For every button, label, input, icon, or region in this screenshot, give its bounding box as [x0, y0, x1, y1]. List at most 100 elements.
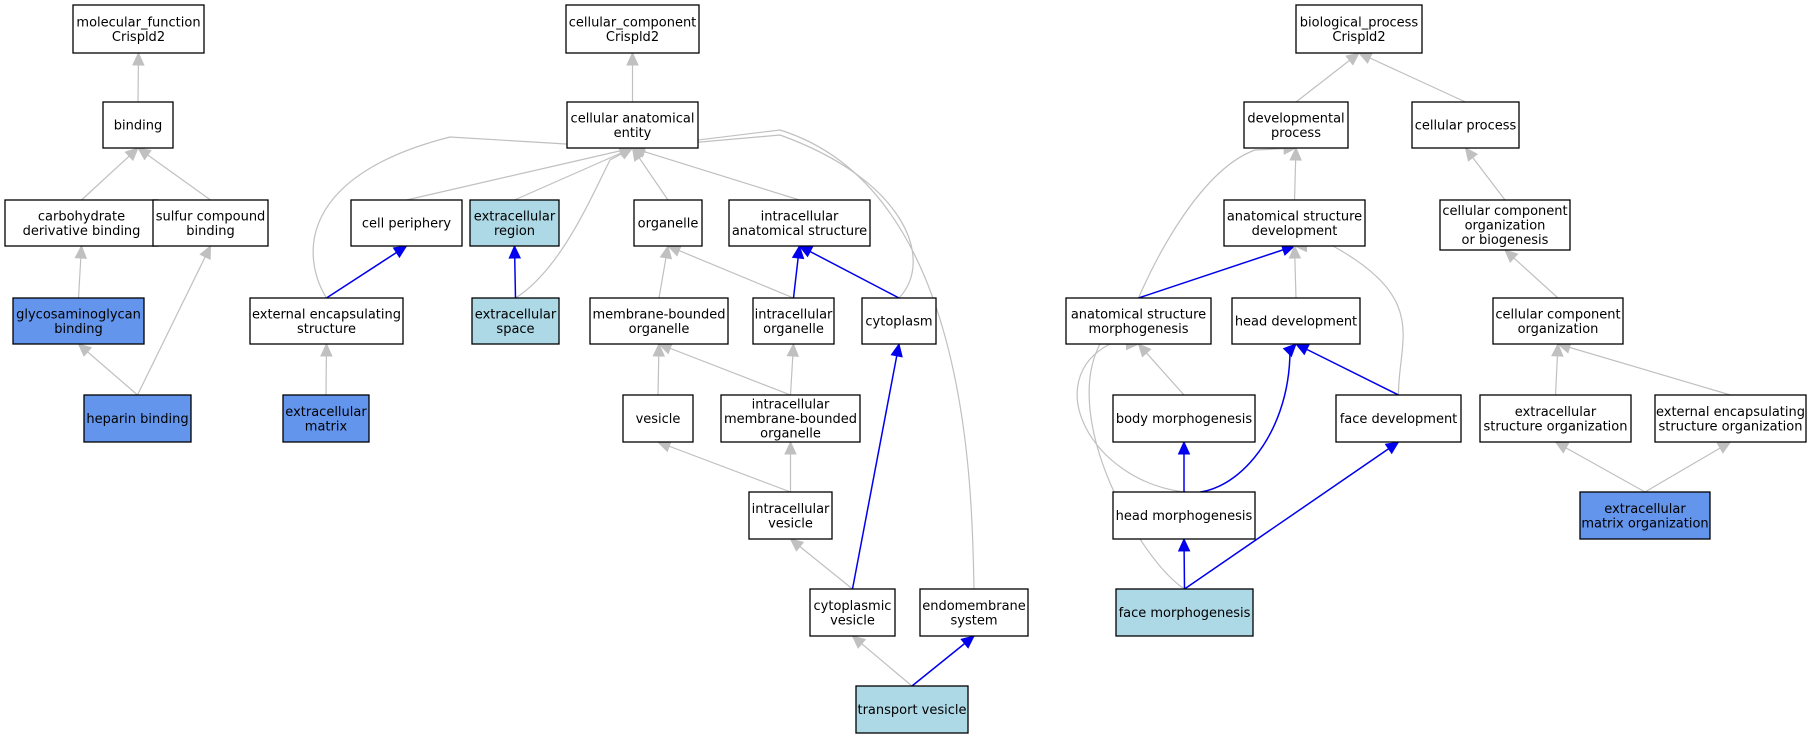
node-label-line: organelle — [629, 322, 690, 337]
node-cytoplasm[interactable]: cytoplasm — [861, 297, 937, 345]
edge-ecm_org-to-ext_struct_org — [1554, 441, 1646, 493]
edge-ecm-to-ext_encap — [320, 342, 333, 396]
node-label-line: organelle — [638, 217, 699, 232]
node-vesicle[interactable]: vesicle — [622, 394, 694, 443]
node-box — [566, 101, 699, 149]
node-label-line: anatomical structure — [1227, 209, 1362, 224]
edge-ccob-to-cell_process — [1464, 147, 1506, 201]
node-face-morph[interactable]: face morphogenesis — [1115, 588, 1254, 637]
node-face-dev[interactable]: face development — [1335, 394, 1462, 443]
node-label-line: structure organization — [1484, 419, 1628, 434]
edge-body_morph-to-asm — [1137, 343, 1185, 396]
edge-ic_anat-to-cae — [631, 145, 800, 201]
node-label-line: head development — [1235, 315, 1357, 330]
edge-ext_struct_org-to-cco — [1551, 342, 1564, 396]
node-box — [12, 297, 145, 345]
node-label-line: biological_process — [1300, 15, 1419, 30]
node-body-morph[interactable]: body morphogenesis — [1112, 394, 1256, 443]
node-box — [1439, 199, 1571, 251]
edge-ic_mb_org-to-ic_org — [786, 342, 800, 396]
edge-face_dev-to-head_dev — [1294, 343, 1399, 396]
node-label-line: vesicle — [830, 613, 875, 628]
node-label-line: cellular component — [1442, 204, 1567, 219]
edge-heparin_binding-to-gag_binding — [77, 343, 138, 396]
node-transport-vesicle[interactable]: transport vesicle — [855, 685, 969, 734]
node-label-line: intracellular — [755, 307, 833, 322]
node-label-line: or biogenesis — [1462, 233, 1549, 248]
node-label-line: vesicle — [768, 516, 813, 531]
edge-ic_org-to-ic_anat — [791, 244, 805, 299]
edge-asd-to-dev_process — [1289, 146, 1302, 201]
node-box — [1231, 297, 1361, 345]
node-label-line: sulfur compound — [156, 209, 266, 224]
node-organelle[interactable]: organelle — [633, 199, 703, 247]
node-head-dev[interactable]: head development — [1231, 297, 1361, 345]
node-label-line: derivative binding — [23, 224, 141, 239]
node-label-line: cytoplasmic — [814, 599, 892, 614]
edge-ext_region-to-cae — [514, 147, 634, 201]
node-box — [589, 297, 729, 345]
edge-ext_encap_org-to-cco — [1556, 341, 1731, 396]
node-label-line: cytoplasm — [865, 315, 932, 330]
edge-transport_vesicle-to-endomembrane — [911, 635, 975, 687]
edge-ext_space-to-ext_region — [508, 244, 522, 299]
node-label-line: carbohydrate — [38, 209, 125, 224]
edges-layer — [74, 51, 1732, 687]
node-box — [102, 101, 174, 149]
node-label-line: cellular component — [1495, 307, 1620, 322]
edge-gag_binding-to-carb_binding — [74, 244, 88, 299]
node-heparin-binding[interactable]: heparin binding — [83, 394, 192, 443]
node-cell-process[interactable]: cellular process — [1411, 101, 1520, 149]
node-label-line: heparin binding — [86, 412, 188, 427]
node-label-line: extracellular — [285, 405, 367, 420]
node-label-line: Crispld2 — [606, 30, 659, 45]
edge-heparin_binding-to-sulfur_binding — [136, 244, 212, 396]
node-cell-periphery[interactable]: cell periphery — [350, 199, 463, 247]
edge-sulfur_binding-to-binding — [137, 147, 211, 201]
node-box — [1411, 101, 1520, 149]
node-box — [1112, 394, 1256, 443]
node-label-line: region — [494, 224, 535, 239]
node-label-line: external encapsulating — [1656, 405, 1805, 420]
edge-head_dev-to-asd — [1288, 244, 1302, 299]
node-binding[interactable]: binding — [102, 101, 174, 149]
node-label-line: endomembrane — [922, 599, 1026, 614]
node-label-line: Crispld2 — [1332, 30, 1385, 45]
edge-transport_vesicle-to-cyto_vesicle — [851, 635, 913, 687]
node-box — [1479, 394, 1632, 443]
node-label-line: binding — [186, 224, 234, 239]
edge-cyto_vesicle-to-cytoplasm — [851, 342, 903, 590]
node-label-line: entity — [614, 126, 652, 141]
node-box — [861, 297, 937, 345]
node-label-line: organelle — [760, 427, 821, 442]
node-box — [152, 199, 269, 247]
node-head-morph[interactable]: head morphogenesis — [1112, 491, 1256, 540]
